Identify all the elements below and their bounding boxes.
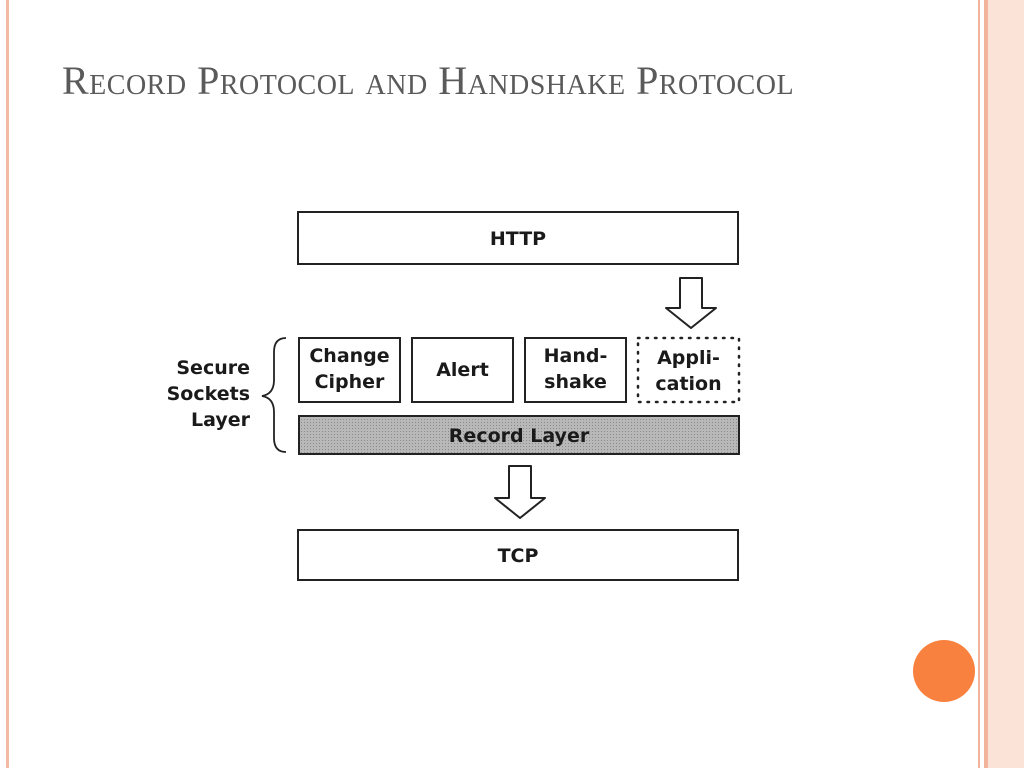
arrow-down-icon	[665, 277, 717, 329]
http-layer-label: HTTP	[490, 228, 546, 250]
tcp-layer-box	[297, 529, 739, 581]
alert-box	[411, 337, 514, 403]
handshake-box	[524, 337, 627, 403]
http-layer-box	[297, 211, 739, 265]
alert-label: Alert	[436, 359, 489, 381]
slide-frame-left	[6, 0, 9, 768]
tcp-layer-label: TCP	[498, 545, 539, 567]
handshake-label-line-1: Hand-	[544, 345, 608, 367]
decorative-orange-dot	[913, 640, 975, 702]
application-label-line-1: Appli-	[657, 347, 720, 369]
brace-icon	[261, 337, 287, 453]
arrow-down-icon	[494, 465, 546, 519]
ssl-label-line-2: Sockets	[167, 383, 250, 405]
change-cipher-box	[298, 337, 401, 403]
ssl-label-line-1: Secure	[176, 357, 250, 379]
ssl-protocol-diagram: HTTP Secure Sockets Layer Change Cipher …	[160, 200, 760, 600]
change-cipher-label-line-2: Cipher	[315, 371, 385, 393]
change-cipher-label-line-1: Change	[309, 345, 389, 367]
diagram-svg: HTTP Secure Sockets Layer Change Cipher …	[167, 211, 741, 581]
record-layer-label: Record Layer	[449, 425, 590, 447]
handshake-label-line-2: shake	[544, 371, 607, 393]
slide-title: Record Protocol and Handshake Protocol	[62, 58, 795, 103]
ssl-label-line-3: Layer	[191, 409, 251, 431]
application-box	[636, 336, 741, 404]
application-label-line-2: cation	[655, 373, 721, 395]
slide-frame-right	[976, 0, 1024, 768]
record-layer-box	[298, 415, 740, 455]
